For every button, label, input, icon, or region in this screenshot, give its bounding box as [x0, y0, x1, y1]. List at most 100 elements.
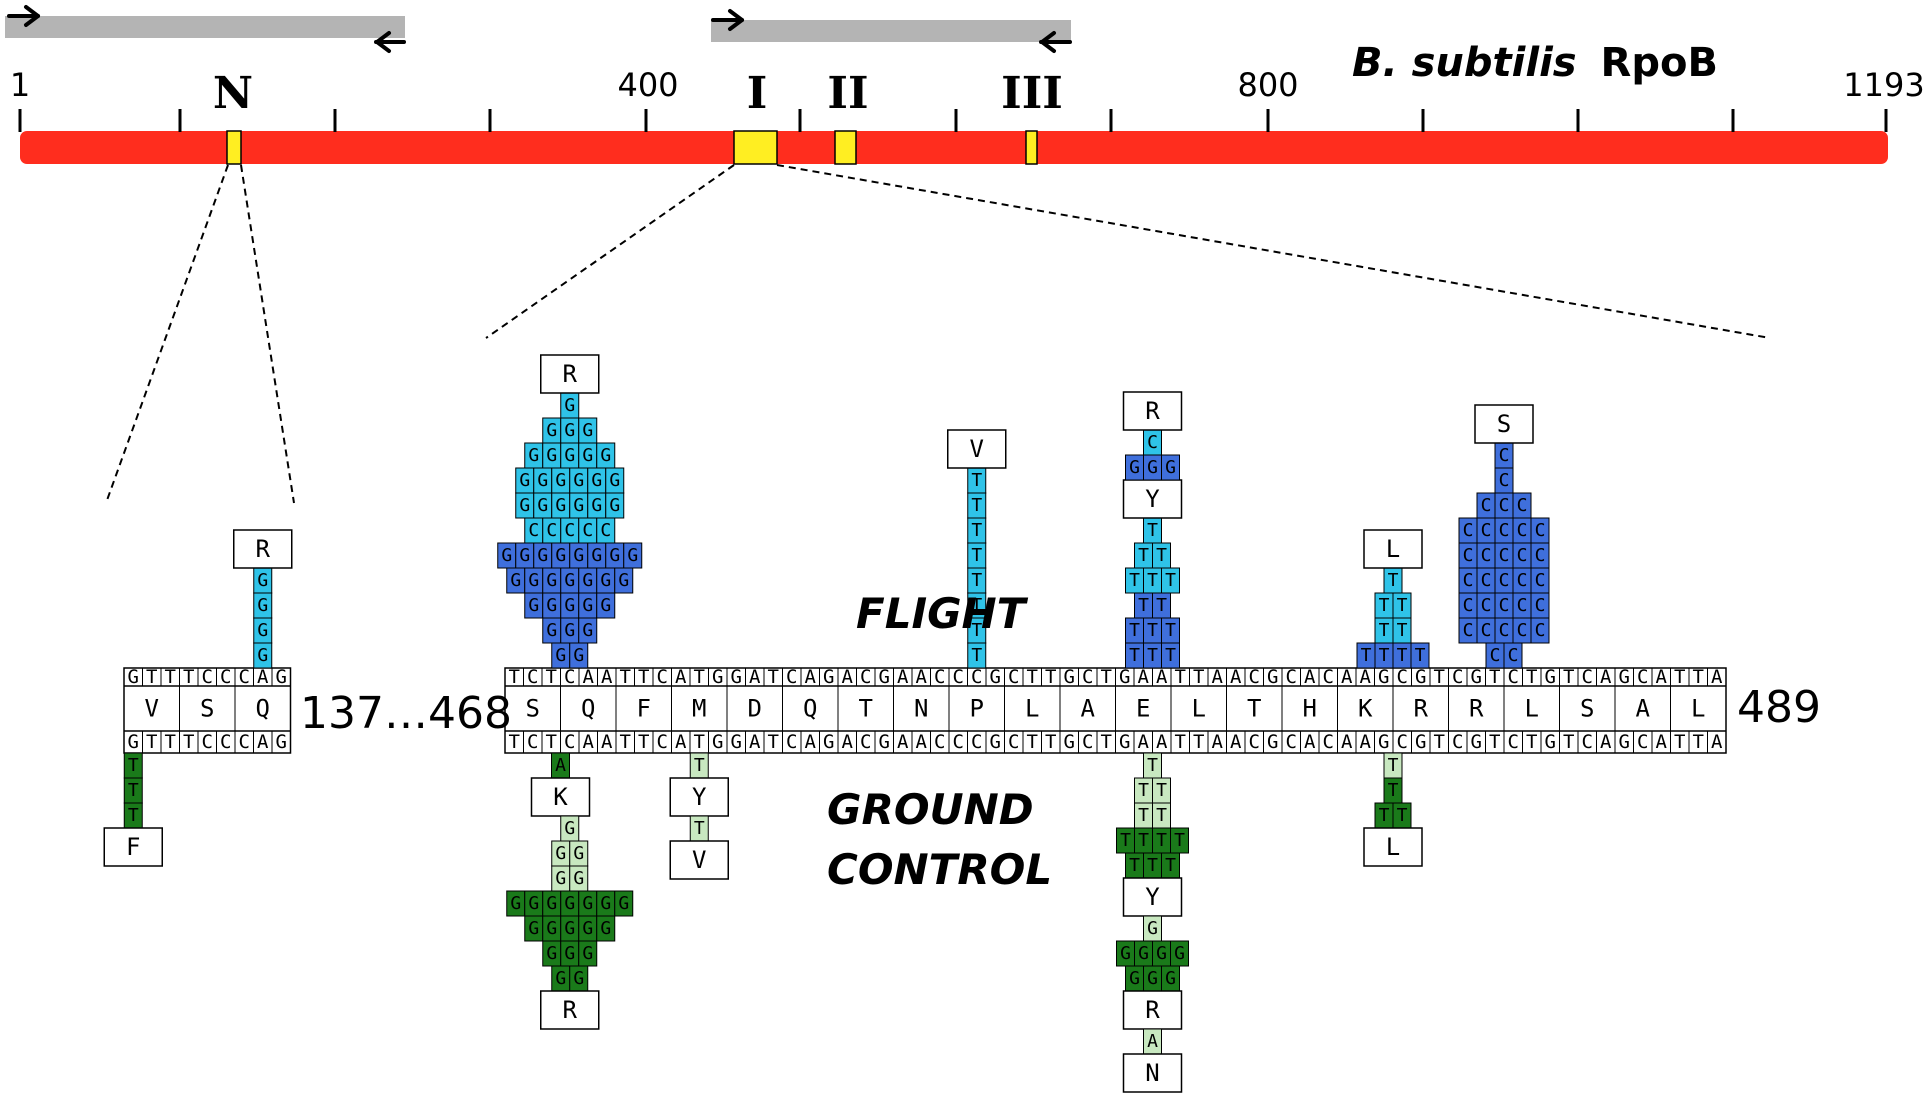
top-nucleotide: T — [1434, 666, 1445, 688]
mutant-base: G — [528, 445, 539, 466]
zoom-line-i-right — [776, 164, 1771, 339]
bottom-nucleotide: C — [971, 731, 982, 753]
mutant-base: G — [546, 420, 557, 441]
mutant-amino-acid-box — [947, 429, 1007, 469]
top-nucleotide: G — [879, 666, 890, 688]
mutant-base: G — [546, 943, 557, 964]
mutant-base: G — [546, 595, 557, 616]
mutant-base: T — [1156, 545, 1167, 566]
bottom-nucleotide: T — [768, 731, 779, 753]
top-nucleotide: A — [675, 666, 687, 688]
mutant-base: T — [1147, 855, 1158, 876]
mutant-base: G — [555, 868, 566, 889]
mutant-base: T — [1165, 645, 1176, 666]
mutant-base: G — [528, 595, 539, 616]
mutant-base: C — [1499, 595, 1510, 616]
bottom-nucleotide: C — [1452, 731, 1463, 753]
bottom-nucleotide: G — [1471, 731, 1482, 753]
mutation-d472y-ground: TY — [669, 752, 729, 817]
top-nucleotide: C — [1397, 666, 1408, 688]
mutant-base: G — [582, 893, 593, 914]
mutant-amino-acid-box — [233, 529, 293, 569]
mutant-base: G — [1120, 943, 1131, 964]
mutant-amino-acid-box — [1474, 404, 1534, 444]
mutant-base: G — [555, 470, 566, 491]
mutant-base: G — [537, 470, 548, 491]
bottom-nucleotide: T — [509, 731, 520, 753]
bottom-nucleotide: T — [620, 731, 631, 753]
top-nucleotide: C — [1323, 666, 1334, 688]
mutant-base: G — [519, 470, 530, 491]
mutant-base: G — [1147, 918, 1158, 939]
bottom-nucleotide: A — [1138, 731, 1150, 753]
bottom-nucleotide: A — [601, 731, 613, 753]
bottom-nucleotide: C — [220, 731, 231, 753]
bottom-nucleotide: C — [1008, 731, 1019, 753]
top-nucleotide: G — [1064, 666, 1075, 688]
mutant-base: T — [1165, 620, 1176, 641]
top-nucleotide: G — [731, 666, 742, 688]
amino-acid: S — [526, 695, 540, 723]
mutant-base: G — [1165, 457, 1176, 478]
forward-arrow-1-head — [24, 5, 40, 27]
mutant-base: C — [1463, 570, 1474, 591]
top-nucleotide: G — [823, 666, 834, 688]
mutation-h482n-ground: AN — [1122, 1028, 1183, 1093]
mutant-base: T — [128, 755, 139, 776]
top-nucleotide: C — [527, 666, 538, 688]
bottom-nucleotide: G — [1064, 731, 1075, 753]
bottom-nucleotide: G — [128, 731, 139, 753]
amino-acid: P — [970, 695, 984, 723]
mutant-base: G — [555, 645, 566, 666]
mutant-base: G — [1165, 968, 1176, 989]
mutant-base: G — [564, 570, 575, 591]
mutant-base: T — [1174, 830, 1185, 851]
mutant-base: G — [564, 395, 575, 416]
top-nucleotide: T — [1193, 666, 1204, 688]
mutant-base: G — [609, 470, 620, 491]
top-nucleotide: C — [1582, 666, 1593, 688]
top-nucleotide: G — [276, 666, 287, 688]
mutant-base: G — [564, 620, 575, 641]
bottom-nucleotide: C — [202, 731, 213, 753]
mutant-amino-acid-box — [1122, 479, 1183, 519]
bottom-nucleotide: C — [786, 731, 797, 753]
bottom-nucleotide: C — [1637, 731, 1648, 753]
top-nucleotide: G — [1267, 666, 1278, 688]
mutant-base: G — [257, 620, 268, 641]
mutant-base: G — [618, 570, 629, 591]
bottom-nucleotide: T — [1674, 731, 1685, 753]
bottom-nucleotide: A — [1711, 731, 1723, 753]
mutant-base: C — [1535, 570, 1546, 591]
amino-acid: S — [200, 695, 214, 723]
mutant-base: T — [1388, 780, 1399, 801]
top-nucleotide: A — [1156, 666, 1168, 688]
cluster-ii-box — [834, 130, 857, 165]
mutant-base: G — [537, 545, 548, 566]
mutant-base: C — [1499, 495, 1510, 516]
bottom-nucleotide: T — [1526, 731, 1537, 753]
top-nucleotide: C — [934, 666, 945, 688]
zoom-line-i-left — [485, 164, 735, 339]
top-nucleotide: G — [1378, 666, 1389, 688]
amino-acid: R — [1469, 695, 1484, 723]
mutant-base: C — [1463, 545, 1474, 566]
bottom-nucleotide: C — [934, 731, 945, 753]
bottom-nucleotide: T — [1101, 731, 1112, 753]
top-nucleotide: A — [257, 666, 269, 688]
mutant-base: T — [1147, 520, 1158, 541]
bottom-nucleotide: G — [1415, 731, 1426, 753]
mutant-base: G — [600, 893, 611, 914]
mutant-base: T — [1379, 645, 1390, 666]
flight-label: FLIGHT — [856, 589, 1029, 638]
mutant-base: G — [564, 893, 575, 914]
mutant-base: G — [591, 495, 602, 516]
mutant-base: G — [627, 545, 638, 566]
mutant-base: T — [1397, 645, 1408, 666]
bottom-nucleotide: C — [1508, 731, 1519, 753]
mutation-count-cell — [1530, 517, 1550, 544]
